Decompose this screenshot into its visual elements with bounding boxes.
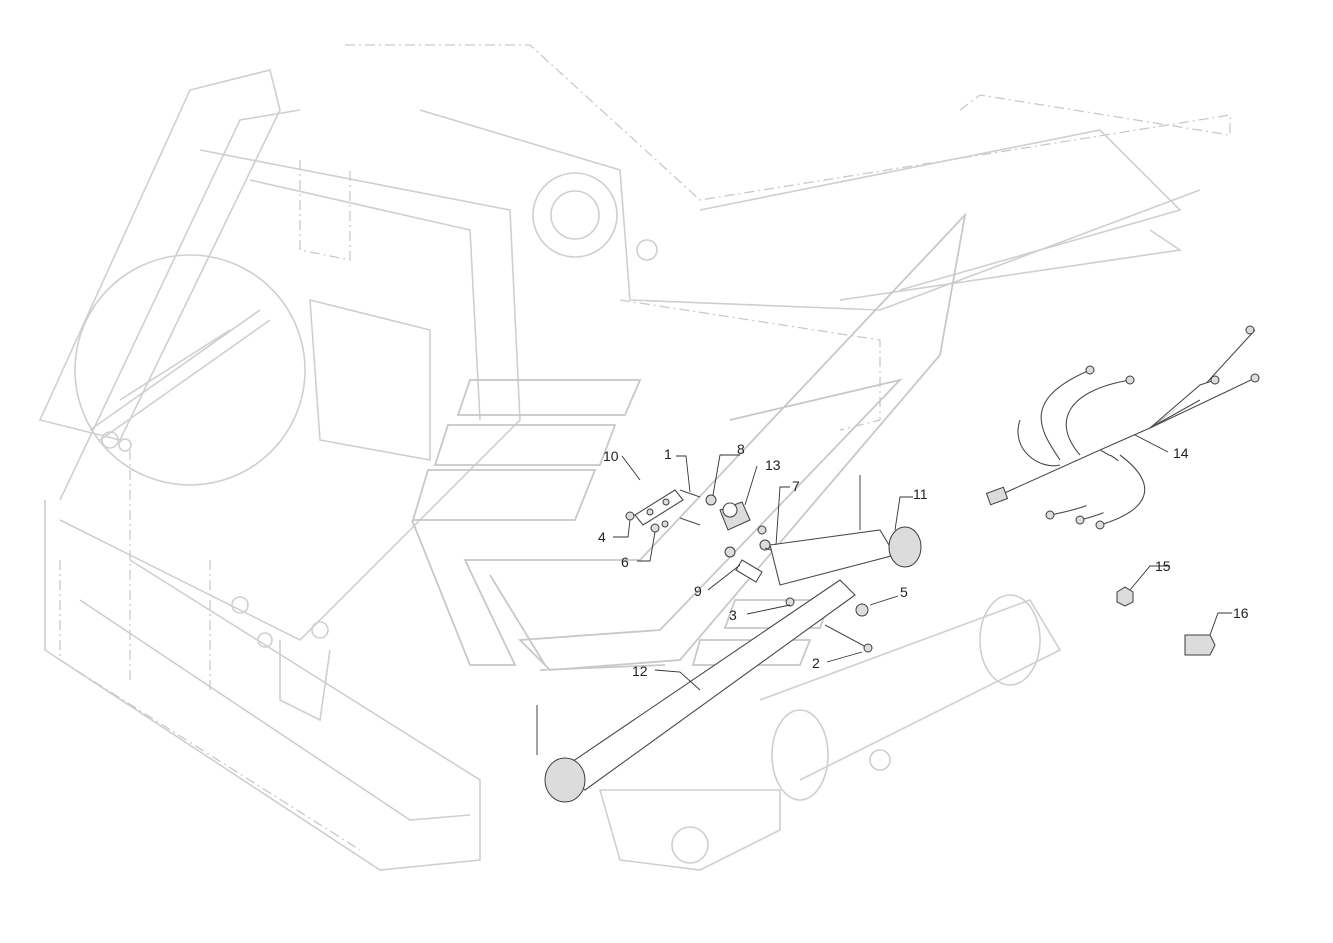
bushing-12 <box>544 757 586 803</box>
nut-5 <box>855 603 869 617</box>
bolt-1 <box>679 489 701 498</box>
callout-4: 4 <box>598 529 606 545</box>
callout-3: 3 <box>729 607 737 623</box>
callout-13: 13 <box>765 457 781 473</box>
callout-14: 14 <box>1173 445 1189 461</box>
washer-6 <box>650 523 660 533</box>
callout-7: 7 <box>792 478 800 494</box>
fitting-16 <box>1184 634 1216 656</box>
callout-labels: 1 2 3 4 5 6 7 8 9 10 11 12 13 14 15 16 <box>598 441 1249 679</box>
bolt-2 <box>824 624 869 649</box>
arm-11 <box>769 529 896 586</box>
leader-lines <box>613 434 1232 691</box>
washer-4 <box>625 511 635 521</box>
bushing-11 <box>888 526 922 568</box>
watermark-logo <box>411 212 967 671</box>
washer-8 <box>705 494 717 506</box>
callout-6: 6 <box>621 554 629 570</box>
callout-11: 11 <box>913 486 928 502</box>
callout-12: 12 <box>632 663 648 679</box>
callout-9: 9 <box>694 583 702 599</box>
callout-1: 1 <box>664 446 672 462</box>
callout-15: 15 <box>1155 558 1171 574</box>
nut-15 <box>1116 586 1134 607</box>
callout-16: 16 <box>1233 605 1249 621</box>
callout-2: 2 <box>812 655 820 671</box>
callout-5: 5 <box>900 584 908 600</box>
callout-10: 10 <box>603 448 619 464</box>
wire-harness-14 <box>985 325 1260 530</box>
parts <box>536 325 1260 803</box>
machine-frame-ghost <box>38 44 1231 871</box>
arm-12 <box>559 579 856 791</box>
plate-part <box>634 489 684 526</box>
callout-8: 8 <box>737 441 745 457</box>
